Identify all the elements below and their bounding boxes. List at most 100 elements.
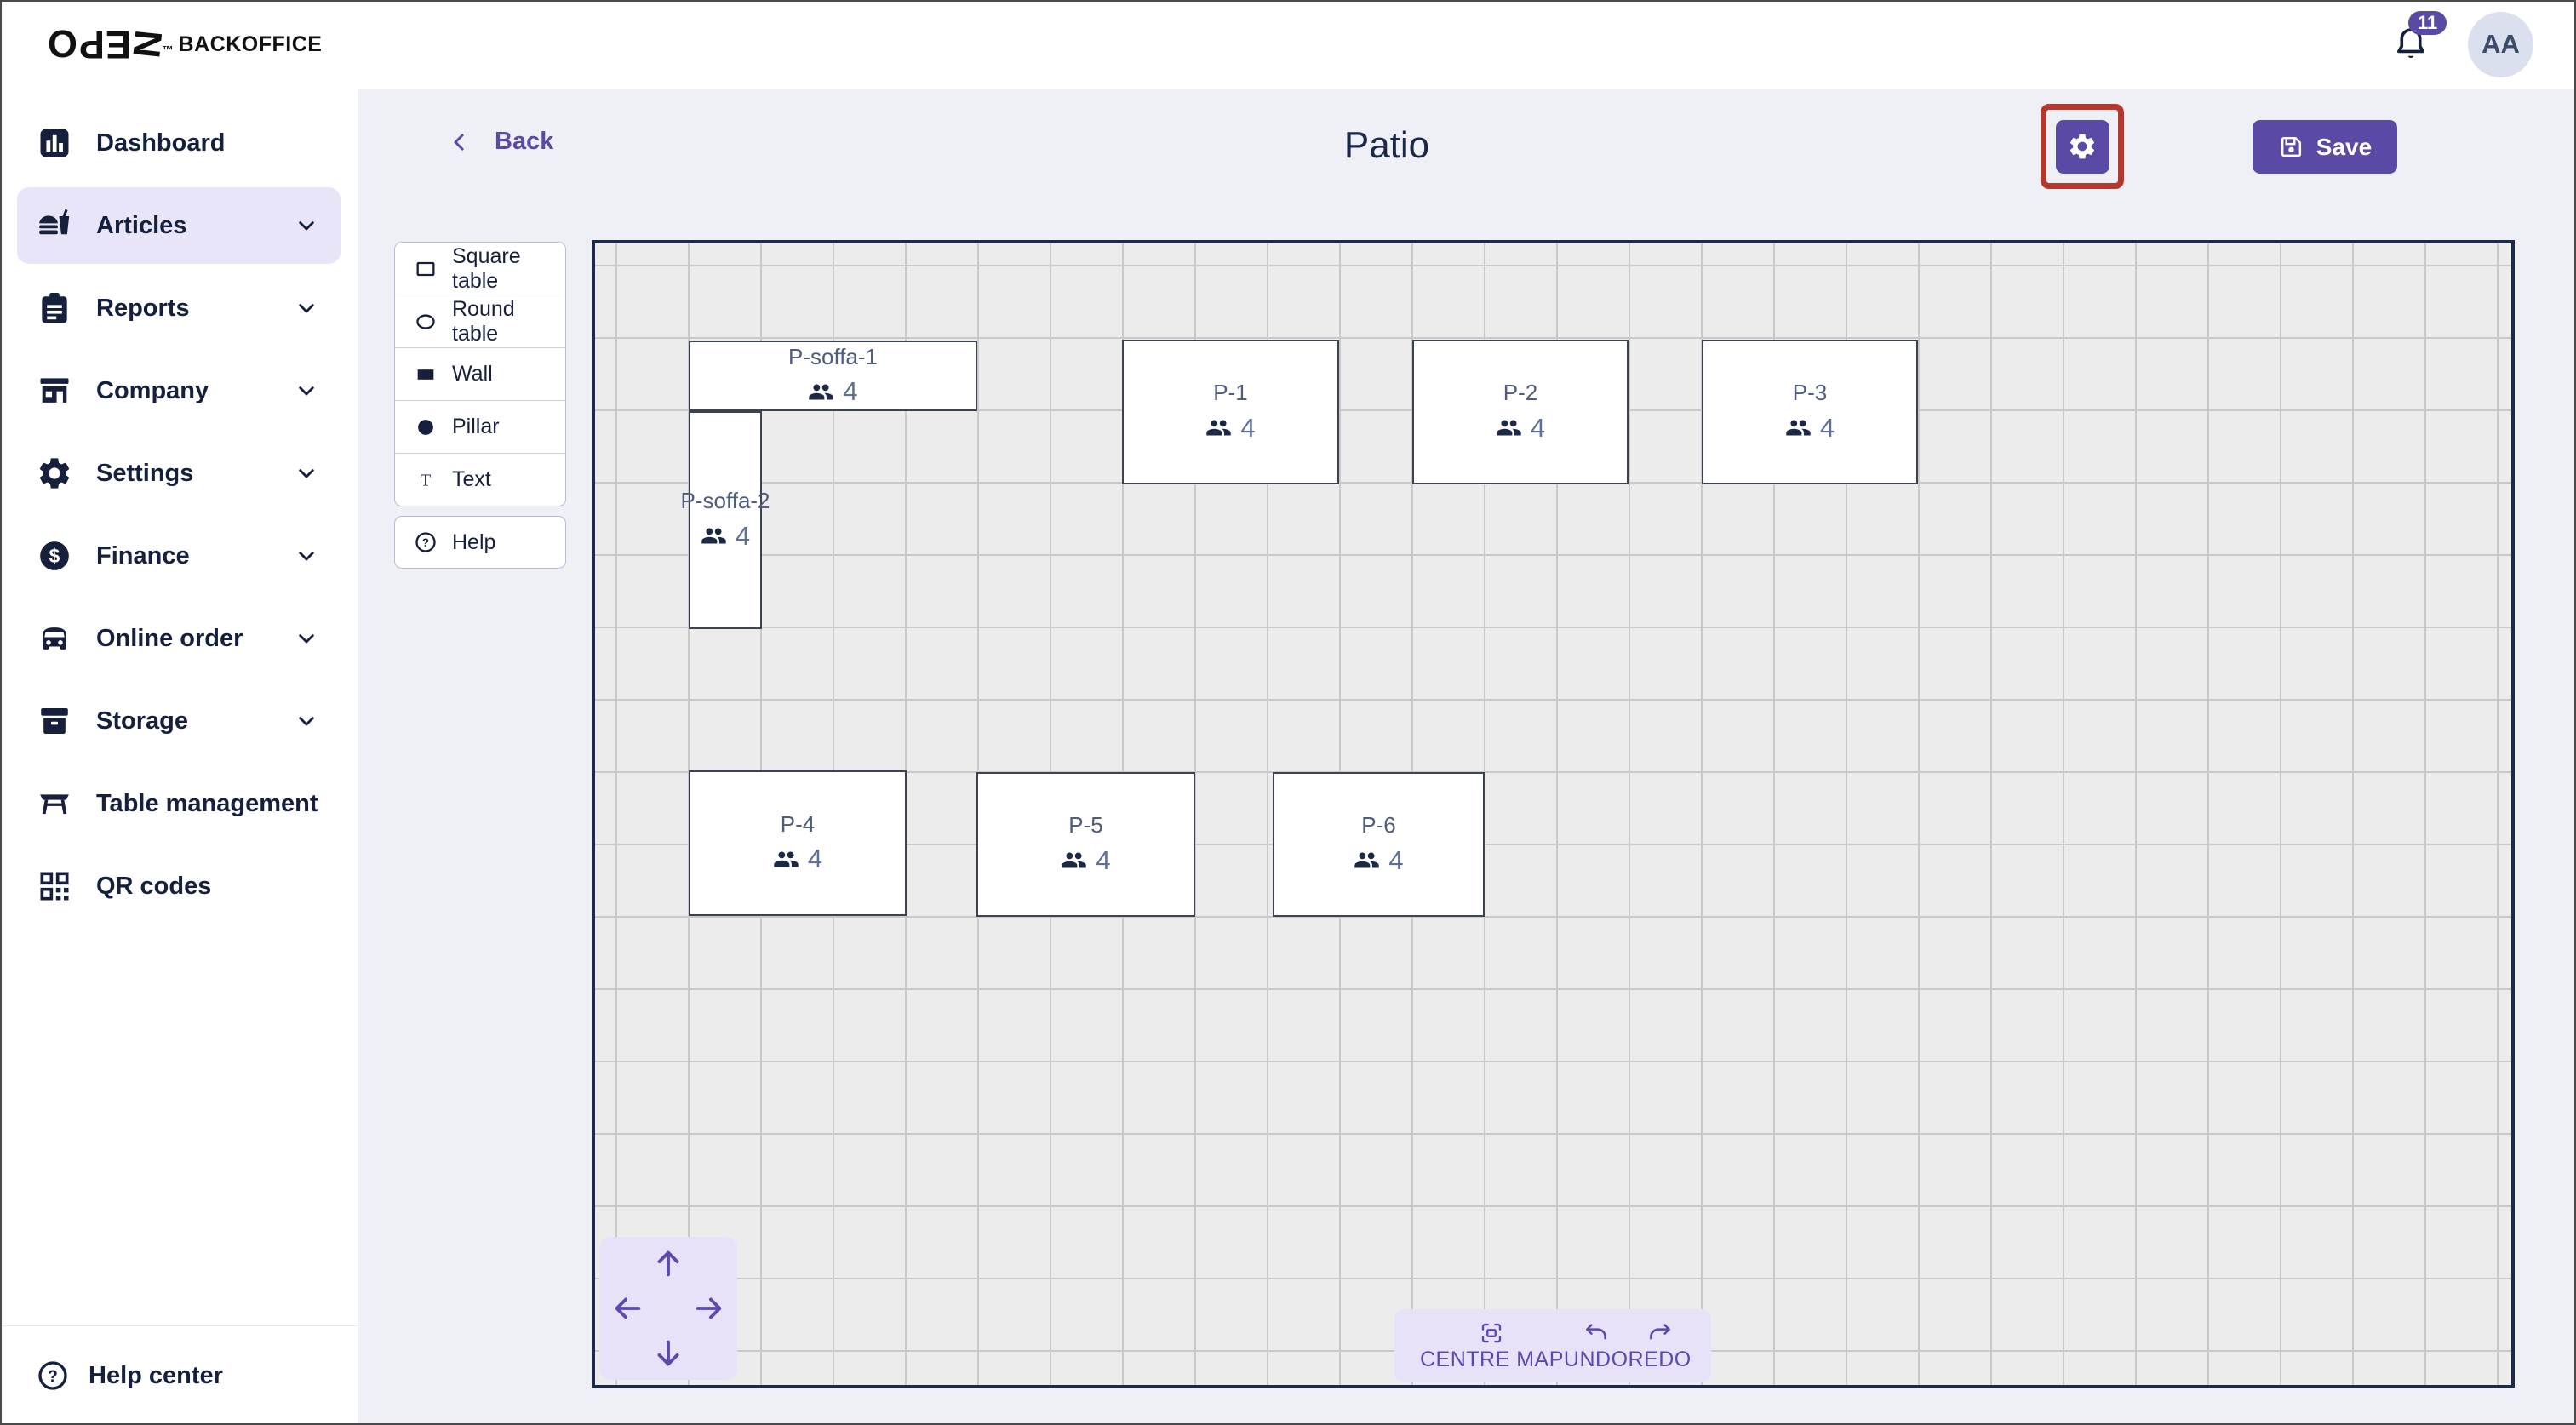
people-icon: [1785, 415, 1812, 441]
table-name: P-4: [780, 810, 816, 837]
logo-suffix: BACKOFFICE: [178, 31, 323, 56]
svg-text:$: $: [49, 545, 60, 567]
sidebar-item-finance[interactable]: $ Finance: [17, 518, 341, 594]
table-name: P-1: [1213, 380, 1248, 406]
people-icon: [773, 846, 799, 873]
svg-text:?: ?: [422, 536, 429, 549]
annotation-highlight-box: [2041, 104, 2124, 189]
topbar-right: 11 AA: [2391, 11, 2533, 77]
arrow-left-icon: [608, 1289, 647, 1328]
storage-icon: [36, 702, 73, 740]
table-p-4[interactable]: P-4 4: [689, 770, 907, 916]
sidebar-item-label: Articles: [96, 211, 187, 239]
table-p-6[interactable]: P-6 4: [1273, 772, 1485, 917]
sidebar-item-label: QR codes: [96, 872, 212, 900]
palette-item-label: Wall: [452, 362, 493, 386]
help-circle-icon: ?: [36, 1359, 70, 1393]
sidebar-item-table-management[interactable]: Table management: [17, 765, 341, 842]
map-action-label: CENTRE MAP: [1420, 1347, 1564, 1371]
map-settings-button[interactable]: [2055, 119, 2109, 174]
company-icon: [36, 372, 73, 409]
notifications-button[interactable]: 11: [2391, 11, 2447, 66]
palette-item-label: Pillar: [452, 415, 500, 438]
pan-up-button[interactable]: [649, 1244, 688, 1283]
notification-badge: 11: [2408, 11, 2447, 35]
sidebar-item-settings[interactable]: Settings: [17, 435, 341, 512]
sidebar-item-label: Reports: [96, 294, 190, 322]
table-p-1[interactable]: P-1 4: [1122, 340, 1339, 484]
logo-letter: P: [78, 23, 106, 66]
table-name: P-3: [1792, 380, 1828, 406]
table-capacity: 4: [1530, 412, 1546, 443]
palette-item-round-table[interactable]: Round table: [395, 295, 565, 348]
table-capacity: 4: [807, 844, 823, 874]
palette-help-button[interactable]: ? Help: [394, 516, 566, 569]
save-icon: [2278, 134, 2304, 160]
back-label: Back: [495, 128, 554, 155]
round-table-icon: [414, 310, 438, 334]
back-button[interactable]: Back: [447, 128, 553, 156]
palette-item-square-table[interactable]: Square table: [395, 243, 565, 295]
sidebar-item-label: Online order: [96, 624, 243, 652]
palette-item-label: Square table: [452, 243, 521, 293]
shape-palette-box: Square table Round table Wall Pillar T T…: [394, 242, 566, 506]
sidebar-item-company[interactable]: Company: [17, 352, 341, 429]
people-icon: [1061, 847, 1087, 873]
redo-button[interactable]: REDO: [1629, 1320, 1692, 1372]
sidebar-nav: Dashboard Articles Reports Company Setti…: [0, 89, 358, 924]
centre-map-icon: [1479, 1320, 1504, 1346]
arrow-right-icon: [690, 1289, 729, 1328]
avatar[interactable]: AA: [2468, 11, 2533, 77]
table-name: P-6: [1361, 812, 1396, 838]
floorplan-canvas[interactable]: CENTRE MAP UNDO REDO P-soffa-1 4 P-soffa…: [592, 240, 2515, 1388]
reports-icon: [36, 289, 73, 327]
table-capacity: 4: [1096, 844, 1111, 875]
sidebar-item-qr-codes[interactable]: QR codes: [17, 848, 341, 924]
dashboard-icon: [36, 124, 73, 162]
wall-icon: [414, 363, 438, 386]
sidebar: Dashboard Articles Reports Company Setti…: [0, 89, 358, 1425]
map-actions-bar: CENTRE MAP UNDO REDO: [1394, 1309, 1711, 1382]
sidebar-item-articles[interactable]: Articles: [17, 187, 341, 264]
save-button[interactable]: Save: [2253, 120, 2397, 174]
pan-down-button[interactable]: [649, 1334, 688, 1373]
main-content: Back Patio Save Square table Round table…: [358, 89, 2576, 1425]
palette-item-wall[interactable]: Wall: [395, 348, 565, 401]
chevron-down-icon: [293, 625, 320, 652]
undo-button[interactable]: UNDO: [1564, 1320, 1629, 1372]
people-icon: [808, 379, 834, 405]
sidebar-item-online-order[interactable]: Online order: [17, 600, 341, 677]
table-capacity: 4: [735, 520, 751, 551]
palette-item-text[interactable]: T Text: [395, 454, 565, 506]
sidebar-item-label: Company: [96, 376, 209, 404]
palette-help-label: Help: [452, 529, 496, 554]
help-center-link[interactable]: ? Help center: [0, 1359, 223, 1393]
finance-icon: $: [36, 537, 73, 575]
sidebar-item-storage[interactable]: Storage: [17, 683, 341, 759]
arrow-up-icon: [649, 1244, 688, 1283]
table-p-5[interactable]: P-5 4: [976, 772, 1195, 917]
table-p-soffa-1[interactable]: P-soffa-1 4: [689, 341, 977, 411]
pan-right-button[interactable]: [690, 1289, 729, 1328]
map-action-label: REDO: [1628, 1347, 1692, 1371]
sidebar-item-reports[interactable]: Reports: [17, 270, 341, 346]
table-p-2[interactable]: P-2 4: [1412, 340, 1629, 484]
centre-map-button[interactable]: CENTRE MAP: [1420, 1320, 1564, 1372]
svg-text:?: ?: [48, 1368, 58, 1386]
pan-left-button[interactable]: [608, 1289, 647, 1328]
chevron-down-icon: [293, 460, 320, 487]
table-p-soffa-2[interactable]: P-soffa-2 4: [681, 411, 770, 629]
table-p-3[interactable]: P-3 4: [1702, 340, 1918, 484]
articles-icon: [36, 207, 73, 244]
palette-item-pillar[interactable]: Pillar: [395, 401, 565, 454]
chevron-left-icon: [447, 129, 472, 155]
online-order-icon: [36, 620, 73, 657]
table-capacity: 4: [1388, 844, 1404, 875]
square-table-icon: [414, 257, 438, 281]
map-action-label: UNDO: [1563, 1347, 1629, 1371]
sidebar-item-dashboard[interactable]: Dashboard: [17, 105, 341, 181]
